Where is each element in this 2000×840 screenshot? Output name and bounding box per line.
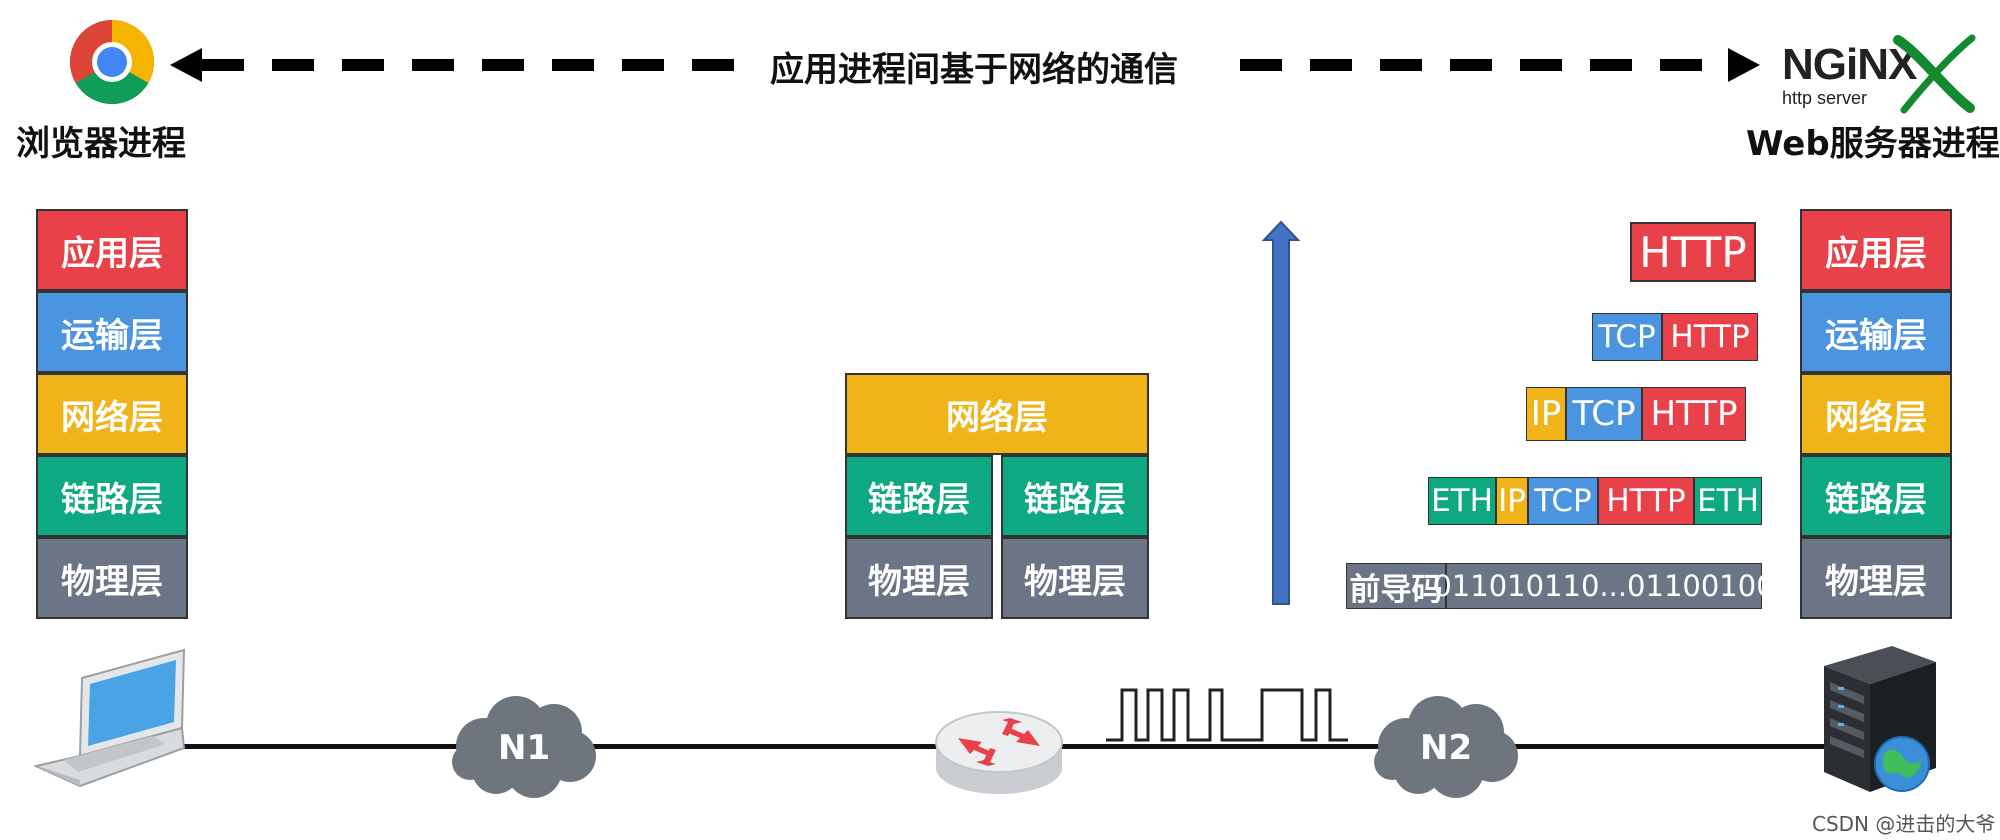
http-header: HTTP: [1630, 222, 1756, 282]
network-layer: 网络层: [1800, 373, 1952, 455]
router-link-layer-right: 链路层: [1001, 455, 1149, 537]
server-icon: [1824, 646, 1936, 792]
signal-waveform: [1106, 688, 1348, 742]
network-n2-label: N2: [1420, 728, 1473, 768]
http-header: HTTP: [1642, 387, 1746, 441]
transport-layer: 运输层: [1800, 291, 1952, 373]
router-protocol-stack: 网络层 链路层 链路层 物理层 物理层: [845, 373, 1149, 621]
nginx-logo: NGiNX http server: [1780, 34, 1985, 114]
cloud-icon-n2: [1374, 696, 1518, 798]
router-network-layer: 网络层: [845, 373, 1149, 455]
encapsulation-row-4: ETH IP TCP HTTP ETH: [1428, 477, 1762, 525]
server-protocol-stack: 应用层 运输层 网络层 链路层 物理层: [1800, 209, 1952, 621]
upward-arrow: [1262, 220, 1300, 605]
watermark: CSDN @进击的大爷: [1812, 812, 1996, 836]
transport-layer: 运输层: [36, 291, 188, 373]
web-server-process-label: Web服务器进程: [1746, 124, 2000, 164]
tcp-header: TCP: [1592, 313, 1662, 361]
encapsulation-row-3: IP TCP HTTP: [1526, 387, 1746, 441]
cloud-icon-n1: [452, 696, 596, 798]
eth-header: ETH: [1428, 477, 1496, 525]
chrome-icon: [69, 19, 155, 105]
nginx-logo-subtext: http server: [1782, 88, 1868, 108]
http-header: HTTP: [1662, 313, 1758, 361]
communication-label: 应用进程间基于网络的通信: [770, 50, 1178, 90]
communication-arrow: [170, 48, 1760, 82]
physical-layer: 物理层: [1800, 537, 1952, 619]
nginx-logo-text: NGiNX: [1782, 40, 1917, 89]
link-layer: 链路层: [1800, 455, 1952, 537]
browser-protocol-stack: 应用层 运输层 网络层 链路层 物理层: [36, 209, 188, 621]
ip-header: IP: [1526, 387, 1566, 441]
eth-trailer: ETH: [1694, 477, 1762, 525]
preamble: 前导码: [1346, 563, 1446, 609]
bit-stream: 011010110...01100100: [1433, 563, 1775, 609]
tcp-header: TCP: [1566, 387, 1642, 441]
network-n1-label: N1: [498, 728, 551, 768]
ip-header: IP: [1496, 477, 1528, 525]
router-physical-layer-left: 物理层: [845, 537, 993, 619]
physical-layer: 物理层: [36, 537, 188, 619]
http-header: HTTP: [1598, 477, 1694, 525]
encapsulation-row-1: HTTP: [1630, 222, 1756, 282]
router-physical-layer-right: 物理层: [1001, 537, 1149, 619]
link-layer: 链路层: [36, 455, 188, 537]
application-layer: 应用层: [36, 209, 188, 291]
laptop-icon: [34, 648, 186, 788]
encapsulation-row-2: TCP HTTP: [1592, 313, 1758, 361]
tcp-header: TCP: [1528, 477, 1598, 525]
application-layer: 应用层: [1800, 209, 1952, 291]
router-link-layer-left: 链路层: [845, 455, 993, 537]
network-layer: 网络层: [36, 373, 188, 455]
router-icon: [935, 711, 1063, 794]
browser-process-label: 浏览器进程: [16, 124, 186, 164]
encapsulation-row-5: 前导码 011010110...01100100: [1346, 563, 1775, 609]
